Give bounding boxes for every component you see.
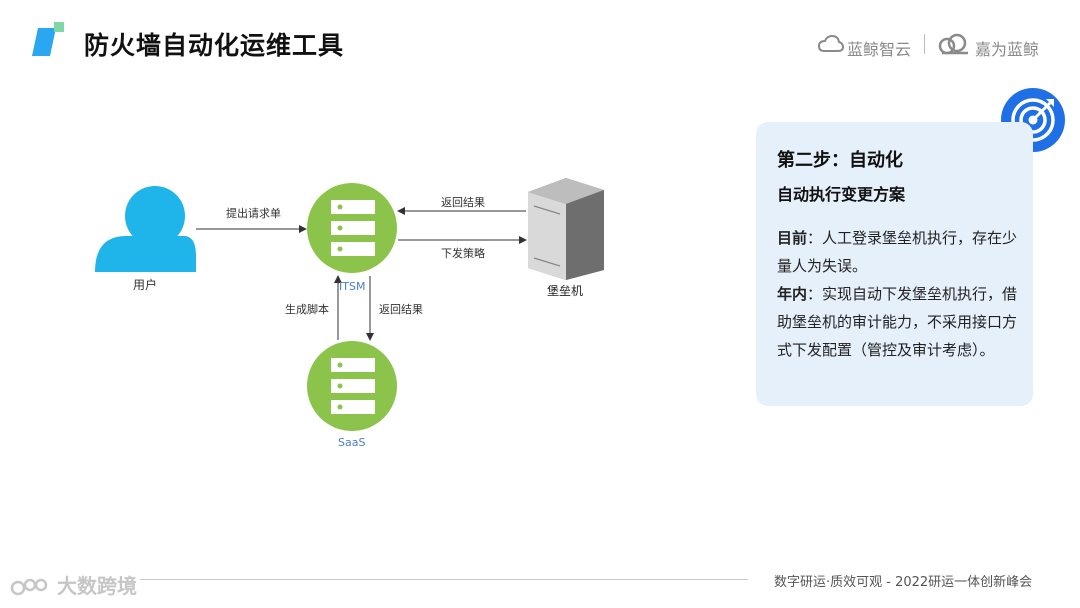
bastion-label: 堡垒机 bbox=[547, 284, 584, 298]
edge-return-saas-label: 返回结果 bbox=[379, 303, 423, 316]
user-label: 用户 bbox=[133, 278, 158, 292]
bastion-server-icon bbox=[528, 178, 604, 280]
watermark-icon bbox=[10, 578, 48, 595]
card-year-text: ：实现自动下发堡垒机执行，借助堡垒机的审计能力，不采用接口方式下发配置（管控及审… bbox=[777, 285, 1018, 359]
logo-icon bbox=[32, 22, 64, 56]
edge-dispatch-label: 下发策略 bbox=[441, 247, 485, 260]
flow-diagram bbox=[95, 178, 604, 431]
user-icon bbox=[95, 186, 196, 272]
card-year: 年内：实现自动下发堡垒机执行，借助堡垒机的审计能力，不采用接口方式下发配置（管控… bbox=[777, 280, 1023, 364]
watermark: 大数跨境 bbox=[10, 570, 137, 599]
cloud-icon bbox=[818, 34, 844, 52]
brand-divider bbox=[924, 34, 925, 54]
card-subtitle: 自动执行变更方案 bbox=[777, 185, 906, 204]
watermark-text: 大数跨境 bbox=[56, 574, 137, 598]
footer-text: 数字研运·质效可观 - 2022研运一体创新峰会 bbox=[774, 575, 1033, 590]
itsm-label: ITSM bbox=[339, 280, 366, 293]
brand-jiawei: 嘉为蓝鲸 bbox=[975, 40, 1040, 59]
footer-divider bbox=[140, 579, 748, 580]
itsm-server-icon bbox=[307, 183, 397, 273]
edge-generate-label: 生成脚本 bbox=[285, 303, 329, 316]
card-current-label: 目前 bbox=[777, 229, 808, 247]
page-title: 防火墙自动化运维工具 bbox=[84, 31, 345, 60]
card-year-label: 年内 bbox=[777, 285, 808, 303]
cloud-logo-icon bbox=[938, 33, 968, 55]
card-current-text: ：人工登录堡垒机执行，存在少量人为失误。 bbox=[777, 229, 1018, 275]
saas-server-icon bbox=[307, 341, 397, 431]
brand-lanjing: 蓝鲸智云 bbox=[847, 40, 912, 59]
edge-submit-label: 提出请求单 bbox=[226, 207, 281, 220]
card-title: 第二步：自动化 bbox=[777, 150, 903, 171]
saas-label: SaaS bbox=[338, 436, 366, 449]
info-card: 第二步：自动化 自动执行变更方案 目前：人工登录堡垒机执行，存在少量人为失误。 … bbox=[756, 122, 1033, 406]
card-current: 目前：人工登录堡垒机执行，存在少量人为失误。 bbox=[777, 224, 1023, 280]
edge-return-bastion-label: 返回结果 bbox=[441, 196, 485, 209]
